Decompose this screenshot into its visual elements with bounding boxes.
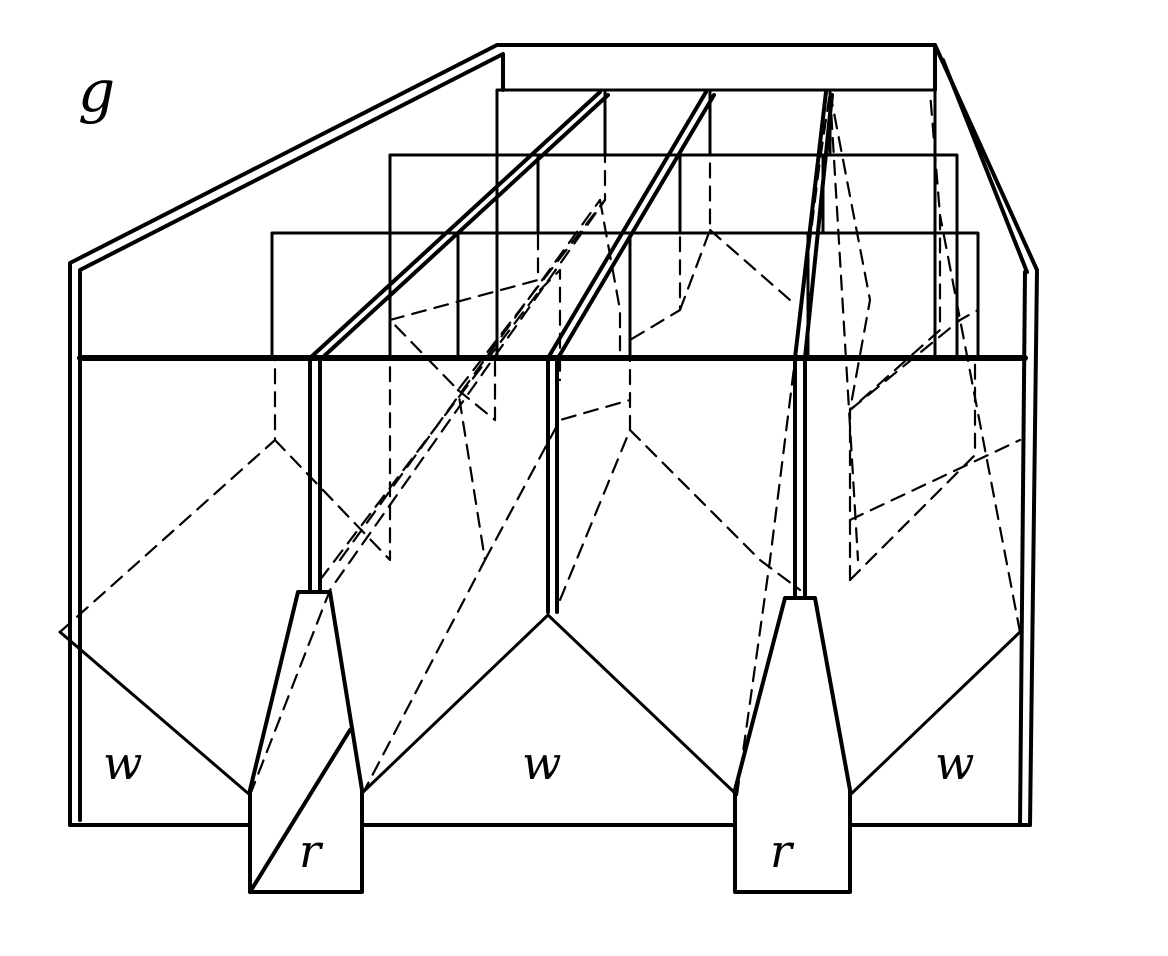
dashed-paths (58, 90, 1022, 797)
label-r-right: r (770, 824, 792, 878)
label-w-right: w (935, 736, 975, 790)
bottle-right (733, 596, 852, 894)
wedges (58, 613, 1022, 797)
label-r-left: r (297, 824, 323, 878)
label-w-left: w (103, 736, 143, 790)
partitions (308, 90, 834, 614)
label-w-center: w (522, 736, 562, 790)
figure-label: g (78, 57, 116, 125)
housing (68, 43, 1039, 827)
back-panels (270, 88, 980, 360)
